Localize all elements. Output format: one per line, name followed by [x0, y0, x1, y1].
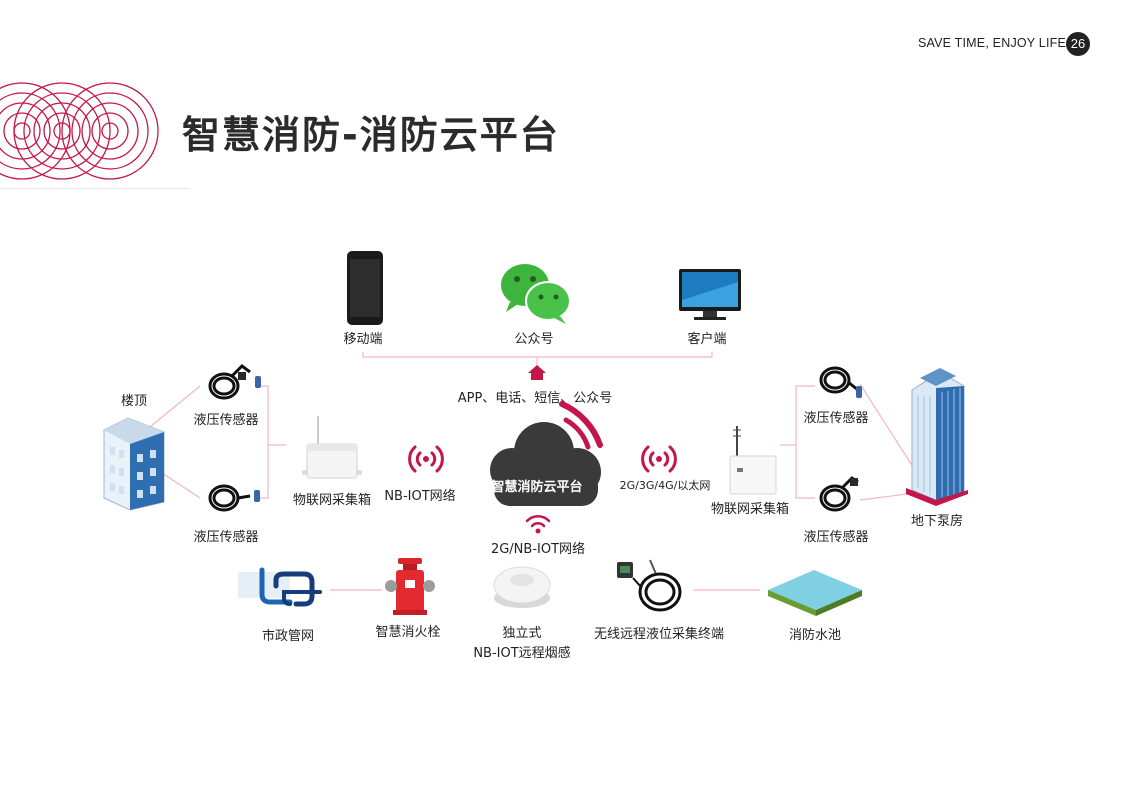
- wifi-signal-right-icon: [641, 445, 677, 473]
- nb-iot-network-label: NB-IOT网络: [384, 489, 456, 504]
- iot-collector-right-icon: [729, 426, 777, 495]
- municipal-pipe-icon: [238, 567, 322, 607]
- pump-room-label: 地下泵房: [910, 514, 964, 529]
- notify-channels-label: APP、电话、短信、公众号: [457, 391, 613, 406]
- sensor-right-top-label: 液压传感器: [803, 411, 869, 426]
- collector-right-label: 物联网采集箱: [710, 502, 790, 517]
- mobile-label: 移动端: [343, 332, 383, 347]
- level-terminal-icon: [617, 559, 682, 612]
- pressure-sensor-left-top-icon: [208, 364, 261, 400]
- sensor-left-bottom-label: 液压传感器: [193, 530, 259, 545]
- collector-left-label: 物联网采集箱: [292, 493, 372, 508]
- pressure-sensor-right-top-icon: [819, 366, 862, 398]
- pressure-sensor-right-bottom-icon: [819, 476, 859, 512]
- sensor-left-top-label: 液压传感器: [193, 413, 259, 428]
- building-left-icon: [103, 417, 165, 511]
- fire-hydrant-icon: [385, 558, 435, 615]
- fire-pool-label: 消防水池: [788, 628, 842, 643]
- cloud-platform-label: 智慧消防云平台: [491, 480, 583, 495]
- monitor-icon: [679, 269, 741, 320]
- wifi-signal-bottom-icon: [525, 514, 551, 534]
- upload-arrow-icon: [528, 365, 546, 380]
- smoke-detector-icon: [493, 566, 551, 608]
- skyscraper-right-icon: [906, 368, 968, 506]
- wifi-signal-left-icon: [408, 445, 444, 473]
- sensor-right-bottom-label: 液压传感器: [803, 530, 869, 545]
- rooftop-label: 楼顶: [120, 394, 148, 409]
- wechat-icon: [501, 264, 571, 324]
- level-terminal-label: 无线远程液位采集终端: [593, 627, 725, 642]
- cellular-network-label: 2G/3G/4G/以太网: [619, 479, 711, 492]
- decorative-rings: [0, 82, 190, 189]
- slogan: SAVE TIME, ENJOY LIFE: [918, 36, 1066, 50]
- municipal-pipe-label: 市政管网: [261, 629, 315, 644]
- cloud-icon: [490, 401, 603, 506]
- pressure-sensor-left-bottom-icon: [208, 484, 260, 512]
- page-number: 26: [1066, 32, 1090, 56]
- hydrant-label: 智慧消火栓: [375, 625, 441, 640]
- page-title: 智慧消防-消防云平台: [182, 113, 560, 157]
- client-label: 客户端: [687, 332, 727, 347]
- smoke-detector-label-2: NB-IOT远程烟感: [473, 646, 571, 661]
- fire-pool-icon: [768, 570, 862, 616]
- smoke-detector-label-1: 独立式: [502, 626, 542, 641]
- phone-icon: [347, 251, 383, 325]
- bottom-network-label: 2G/NB-IOT网络: [490, 542, 586, 557]
- iot-collector-left-icon: [302, 416, 362, 479]
- official-account-label: 公众号: [514, 332, 554, 347]
